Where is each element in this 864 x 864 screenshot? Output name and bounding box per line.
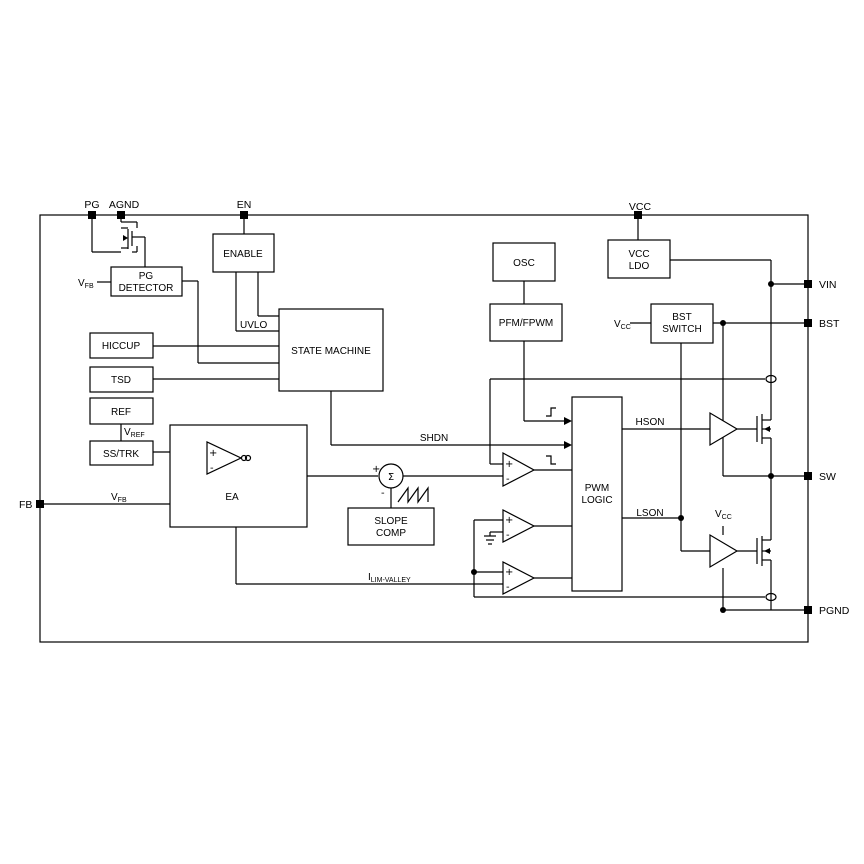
- pin-agnd-marker: [117, 211, 125, 219]
- ea-amplifier: [206, 441, 243, 475]
- sum-plus: +: [372, 464, 380, 475]
- pin-en: EN: [237, 199, 252, 211]
- tsd-block: [89, 366, 154, 393]
- osc-label: OSC: [513, 258, 535, 269]
- pg-detector-label-1: PG: [139, 271, 154, 282]
- sum-minus: -: [381, 488, 385, 499]
- enable-block: [212, 233, 275, 273]
- pg-detector-block: [110, 266, 183, 297]
- pin-bst-marker: [804, 319, 812, 327]
- pwm-logic-label-2: LOGIC: [581, 495, 612, 506]
- vfb-pg-label: VFB: [78, 278, 94, 290]
- hiccup-block: [89, 332, 154, 359]
- slope-comp-label-1: SLOPE: [374, 516, 408, 527]
- zc-comp-plus: +: [505, 515, 513, 526]
- falling-edge-symbol: [546, 455, 556, 465]
- slope-comp-block: [347, 507, 435, 546]
- vcc-ldo-label-1: VCC: [628, 249, 649, 260]
- pin-pg-marker: [88, 211, 96, 219]
- ref-label: REF: [111, 407, 131, 418]
- uvlo-label: UVLO: [240, 320, 267, 331]
- pin-vcc-marker: [634, 211, 642, 219]
- pfm-fpwm-block: [489, 303, 563, 342]
- pins: [36, 211, 812, 614]
- pwm-comp-minus: -: [506, 474, 510, 485]
- low-side-driver: [709, 533, 739, 569]
- zc-comp-minus: -: [506, 530, 510, 541]
- pin-en-marker: [240, 211, 248, 219]
- ilim-valley-label: ILIM-VALLEY: [368, 572, 411, 584]
- pwm-comp-plus: +: [505, 459, 513, 470]
- ilim-comp-minus: -: [506, 582, 510, 593]
- ss-trk-block: [89, 440, 154, 466]
- ea-label: EA: [225, 492, 239, 503]
- ic-boundary: [39, 214, 809, 643]
- pg-mosfet: [121, 227, 133, 249]
- bst-switch-label-2: SWITCH: [662, 324, 701, 335]
- pin-sw: SW: [819, 471, 836, 483]
- pin-vin: VIN: [819, 279, 837, 291]
- pin-fb: FB: [19, 499, 32, 511]
- slope-comp-label-2: COMP: [376, 528, 406, 539]
- ilim-comparator: [502, 561, 536, 595]
- ilim-comp-plus: +: [505, 567, 513, 578]
- sum-sigma: Σ: [388, 472, 394, 483]
- pin-pg: PG: [84, 199, 99, 211]
- state-machine-block: [278, 308, 384, 392]
- junction-dots: [471, 281, 774, 613]
- state-machine-label: STATE MACHINE: [291, 346, 371, 357]
- hiccup-label: HICCUP: [102, 341, 141, 352]
- bst-switch-block: [650, 303, 714, 344]
- pwm-comparator: [502, 451, 536, 487]
- pin-vcc: VCC: [629, 201, 652, 213]
- pin-sw-marker: [804, 472, 812, 480]
- labels: PG AGND EN VCC VIN BST SW PGND FB ENABLE…: [19, 199, 850, 617]
- pin-bst: BST: [819, 318, 840, 330]
- vcc-bst-label: VCC: [614, 319, 631, 331]
- ea-minus: -: [210, 463, 214, 474]
- vcc-driver-label: VCC: [715, 509, 732, 521]
- pfm-fpwm-label: PFM/FPWM: [499, 318, 553, 329]
- pin-pgnd-marker: [804, 606, 812, 614]
- ref-block: [89, 397, 154, 425]
- ea-block: [169, 424, 308, 528]
- lson-label: LSON: [636, 508, 663, 519]
- pin-fb-marker: [36, 500, 44, 508]
- pg-detector-label-2: DETECTOR: [119, 283, 174, 294]
- vcc-ldo-block: [607, 239, 671, 279]
- zero-cross-comparator: [502, 509, 536, 543]
- ea-plus: +: [209, 448, 217, 459]
- vcc-ldo-label-2: LDO: [629, 261, 650, 272]
- enable-label: ENABLE: [223, 249, 263, 260]
- vfb-label: VFB: [111, 492, 127, 504]
- pwm-logic-label-1: PWM: [585, 483, 609, 494]
- hson-label: HSON: [636, 417, 665, 428]
- summing-junction: [378, 463, 404, 489]
- tsd-label: TSD: [111, 375, 131, 386]
- pin-agnd: AGND: [109, 199, 140, 211]
- pin-pgnd: PGND: [819, 605, 850, 617]
- pin-vin-marker: [804, 280, 812, 288]
- high-side-driver: [709, 411, 739, 447]
- shdn-label: SHDN: [420, 433, 448, 444]
- vref-label: VREF: [124, 427, 145, 439]
- bst-switch-label-1: BST: [672, 312, 691, 323]
- osc-block: [492, 242, 556, 282]
- rising-edge-symbol: [546, 407, 556, 417]
- pwm-logic-block: [571, 396, 623, 592]
- ramp-symbol: [397, 486, 429, 504]
- ss-trk-label: SS/TRK: [103, 449, 139, 460]
